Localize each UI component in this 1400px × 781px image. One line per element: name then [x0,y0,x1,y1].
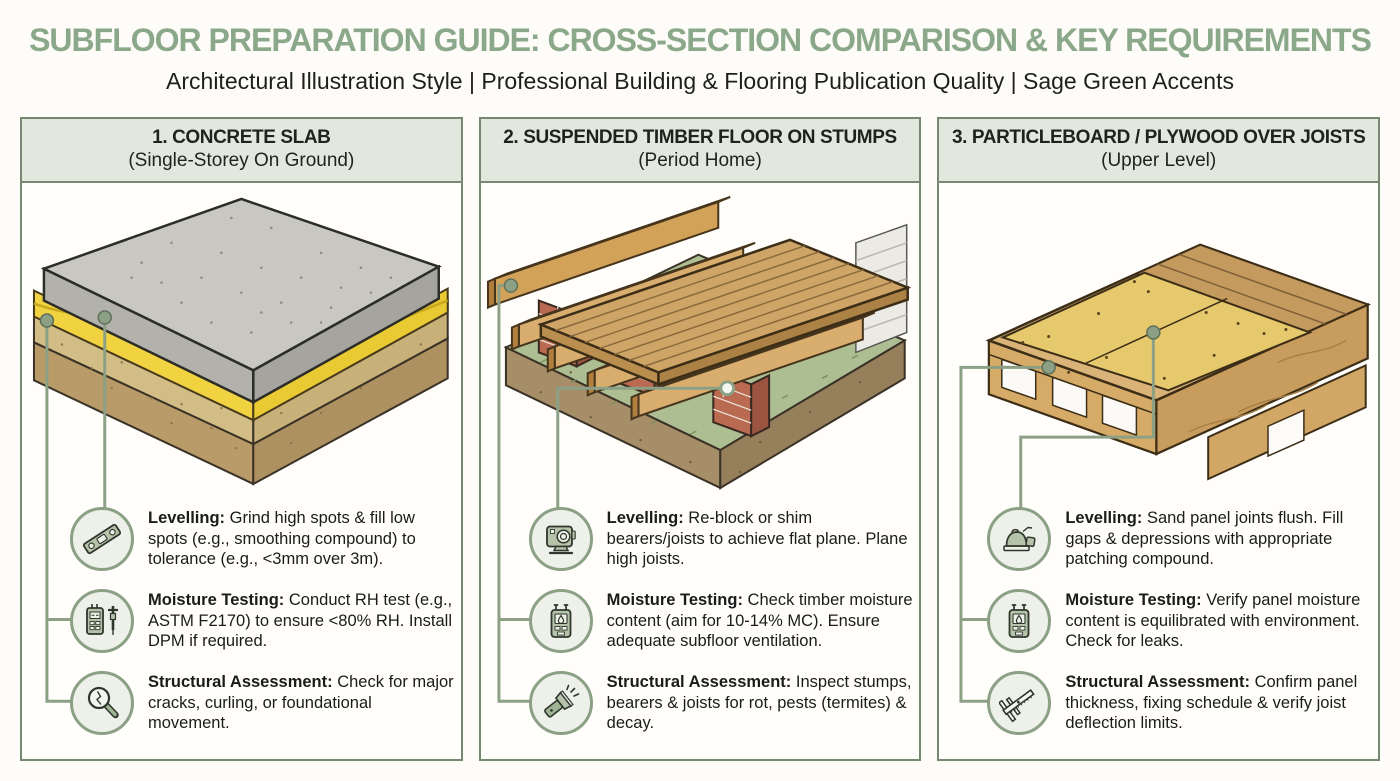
flashlight-icon [543,684,579,718]
callout-dot [1041,360,1057,375]
item-text: Levelling: Sand panel joints flush. Fill… [1065,508,1372,570]
item-moisture-testing: Moisture Testing: Conduct RH test (e.g.,… [70,581,455,661]
bearer [486,196,731,310]
page-title: SUBFLOOR PREPARATION GUIDE: CROSS-SECTIO… [29,22,1372,58]
callout-dot [718,380,735,397]
orbital-sander-icon [1003,526,1036,552]
item-description: Grind high spots & fill low spots (e.g.,… [148,509,416,569]
item-description: Conduct RH test (e.g., ASTM F2170) to en… [148,591,453,651]
moisture-meter-icon [1008,604,1030,638]
callout-dot [39,313,55,328]
item-description: Sand panel joints flush. Fill gaps & dep… [1065,509,1344,569]
item-moisture-testing: Moisture Testing: Verify panel moisture … [987,581,1372,661]
item-text: Structural Assessment: Check for major c… [148,672,455,734]
panel-1-header: 1. CONCRETE SLAB (Single-Storey On Groun… [22,119,461,183]
panel-2-subtitle: (Period Home) [638,150,762,171]
item-levelling: Levelling: Grind high spots & fill low s… [70,499,455,579]
item-moisture-testing: Moisture Testing: Check timber moisture … [528,581,914,661]
caliper-icon [999,689,1036,723]
item-label: Moisture Testing: [606,591,743,610]
item-label: Moisture Testing: [148,591,285,610]
item-text: Moisture Testing: Verify panel moisture … [1065,590,1372,652]
item-label: Levelling: [1065,509,1143,528]
panel-concrete-slab: 1. CONCRETE SLAB (Single-Storey On Groun… [20,117,463,761]
wood-grain [1188,339,1347,433]
panel-1-body: Levelling: Grind high spots & fill low s… [22,183,461,759]
item-text: Levelling: Grind high spots & fill low s… [148,508,455,570]
item-levelling: Levelling: Re-block or shim bearers/jois… [528,499,914,579]
item-description: Verify panel moisture content is equilib… [1065,591,1361,651]
item-description: Re-block or shim bearers/joists to achie… [606,509,908,569]
spirit-level-icon [82,523,122,555]
item-label: Structural Assessment: [606,673,792,692]
panel-3-subtitle: (Upper Level) [1101,150,1217,171]
item-text: Structural Assessment: Inspect stumps, b… [607,672,914,734]
moisture-meter-probe-icon [86,604,118,635]
moisture-meter-icon [550,604,572,638]
soil-speckles [60,331,422,450]
panel-3-body: Levelling: Sand panel joints flush. Fill… [939,183,1378,759]
item-description: Check timber moisture content (aim for 1… [606,591,913,651]
item-structural-assessment: Structural Assessment: Check for major c… [70,663,455,743]
callout-dot [503,278,518,293]
item-label: Structural Assessment: [148,673,333,692]
magnifier-crack-icon [87,686,119,719]
item-label: Levelling: [606,509,684,528]
concrete-slab-illustration [32,197,449,703]
panel-particleboard: 3. PARTICLEBOARD / PLYWOOD OVER JOISTS (… [937,117,1381,761]
laser-level-icon [545,525,576,555]
item-description: Confirm panel thickness, fixing schedule… [1065,673,1358,733]
panel-2-title: 2. SUSPENDED TIMBER FLOOR ON STUMPS [503,127,897,148]
item-structural-assessment: Structural Assessment: Confirm panel thi… [987,663,1372,743]
comparison-panels: 1. CONCRETE SLAB (Single-Storey On Groun… [0,117,1400,761]
item-text: Structural Assessment: Confirm panel thi… [1065,672,1372,734]
panel-1-title: 1. CONCRETE SLAB [152,127,331,148]
item-label: Structural Assessment: [1065,673,1250,692]
item-structural-assessment: Structural Assessment: Inspect stumps, b… [528,663,914,743]
item-text: Moisture Testing: Conduct RH test (e.g.,… [148,590,455,652]
panel-3-header: 3. PARTICLEBOARD / PLYWOOD OVER JOISTS (… [939,119,1379,183]
callout-dot [1146,325,1161,340]
item-description: Inspect stumps, bearers & joists for rot… [606,673,912,733]
callout-dot [97,310,112,325]
concrete-speckles [130,216,393,334]
item-levelling: Levelling: Sand panel joints flush. Fill… [987,499,1372,579]
item-label: Moisture Testing: [1065,591,1202,610]
item-label: Levelling: [148,509,226,528]
soil-speckles [539,371,861,474]
item-text: Moisture Testing: Check timber moisture … [607,590,914,652]
timber-floor-illustration [486,196,911,703]
particleboard-illustration [959,243,1372,703]
panel-suspended-timber: 2. SUSPENDED TIMBER FLOOR ON STUMPS (Per… [478,117,922,761]
item-description: Check for major cracks, curling, or foun… [148,673,454,733]
plank-lines [555,245,893,368]
page-subtitle: Architectural Illustration Style | Profe… [166,68,1234,94]
panel-2-header: 2. SUSPENDED TIMBER FLOOR ON STUMPS (Per… [480,119,920,183]
panel-2-body: Levelling: Re-block or shim bearers/jois… [481,183,920,759]
item-text: Levelling: Re-block or shim bearers/jois… [607,508,914,570]
panel-1-subtitle: (Single-Storey On Ground) [128,150,355,171]
page-header: SUBFLOOR PREPARATION GUIDE: CROSS-SECTIO… [0,0,1400,95]
plank-lines [1157,253,1348,325]
panel-3-title: 3. PARTICLEBOARD / PLYWOOD OVER JOISTS [951,127,1366,148]
